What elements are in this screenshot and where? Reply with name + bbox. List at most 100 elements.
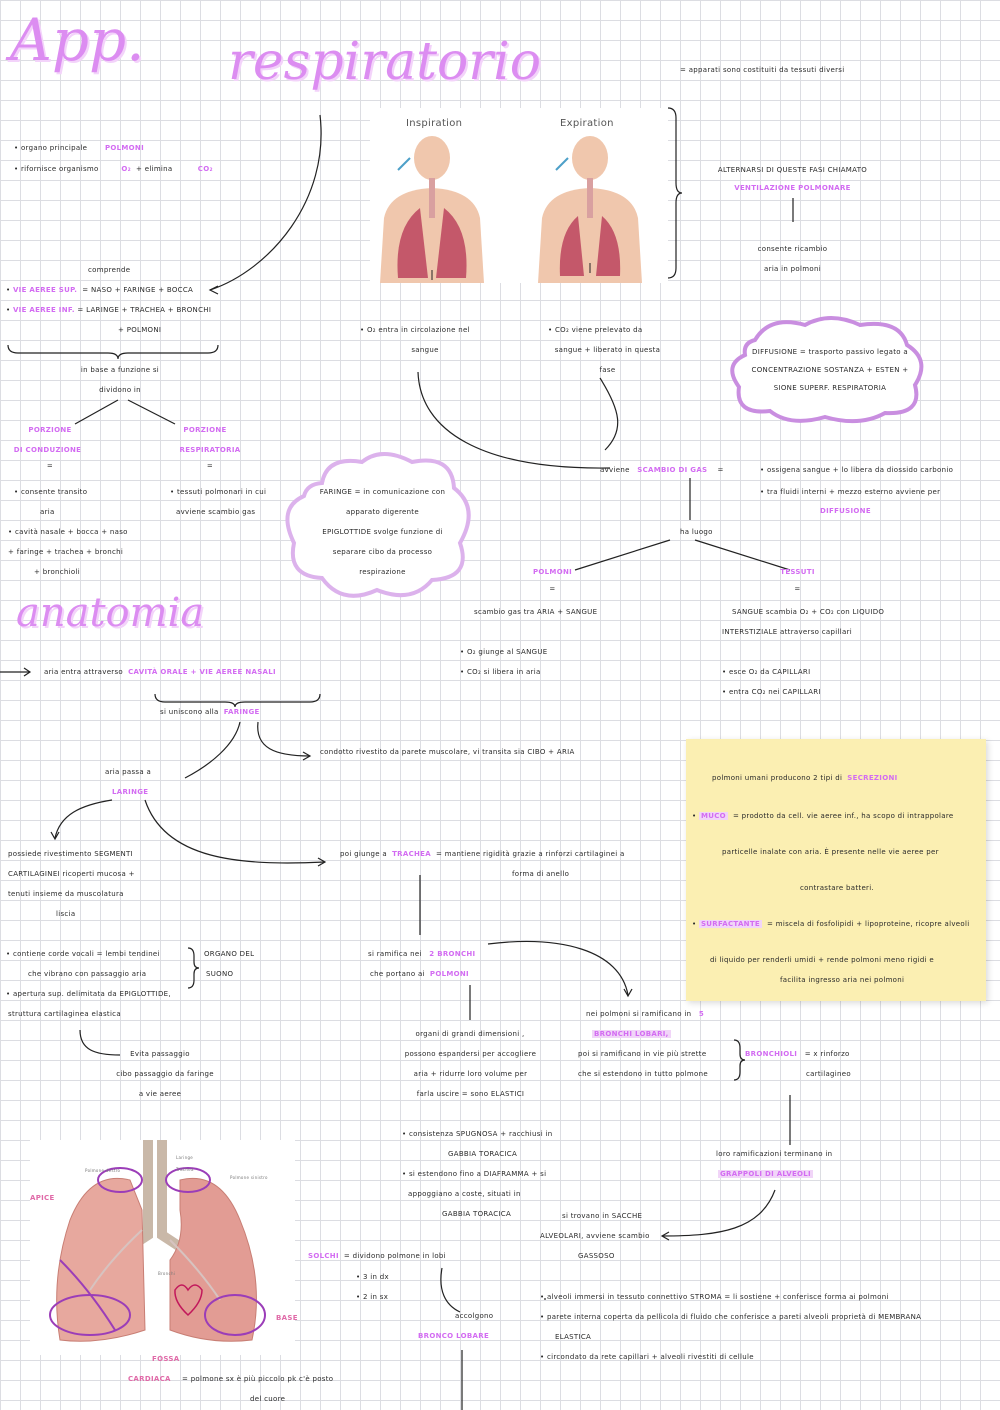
sacche-s1: si trovano in SACCHE	[562, 1212, 643, 1220]
anatomia-condotto: condotto rivestito da parete muscolare, …	[320, 748, 575, 756]
torso-diagram	[380, 136, 642, 283]
organs-l2: possono espandersi per accogliere	[404, 1050, 537, 1058]
lobari-l2: poi si ramificano in vie più strette	[578, 1050, 707, 1058]
tessuti-branch-b1: • esce O₂ da CAPILLARI	[722, 668, 811, 676]
connector-co2-scambio	[599, 377, 619, 451]
organs-l3: aria + ridurre loro volume per	[413, 1070, 528, 1078]
alveoli-r1: loro ramificazioni terminano in	[716, 1150, 833, 1158]
solchi-sx: • 2 in sx	[356, 1293, 389, 1301]
tessuti-branch-l1: SANGUE scambia O₂ + CO₂ con LIQUIDO	[732, 608, 885, 616]
laringe-desc-a2: struttura cartilaginea elastica	[8, 1010, 121, 1018]
connector-tessuti	[694, 539, 791, 571]
portion-cond-d1: • consente transito	[14, 488, 88, 496]
tessuti-branch-l2: INTERSTIZIALE attraverso capillari	[722, 628, 852, 636]
cloud-faringe	[285, 452, 471, 598]
cloud-faringe-l4: separare cibo da processo	[332, 548, 433, 556]
torso-inspiration	[380, 136, 484, 283]
arrowhead	[317, 857, 327, 867]
gas-in-l1: • O₂ entra in circolazione nel	[360, 326, 470, 334]
portion-cond-l2: DI CONDUZIONE	[13, 446, 82, 454]
brace-comprende	[7, 344, 219, 360]
connector-title-comprende	[209, 114, 322, 291]
aria-passa: aria passa a	[105, 768, 152, 776]
laringe-desc-l3: tenuti insieme da muscolatura	[8, 890, 124, 898]
cloud-diff-l2: CONCENTRAZIONE SOSTANZA + ESTEN +	[751, 366, 909, 374]
ventilation-l2: VENTILAZIONE POLMONARE	[734, 184, 851, 192]
connector-epiglottide	[79, 1029, 121, 1056]
cloud-diff-l1: DIFFUSIONE = trasporto passivo legato a	[752, 348, 908, 356]
portion-cond-d5: + bronchioli	[34, 568, 80, 576]
ha-luogo: ha luogo	[680, 528, 713, 536]
anatomia-title: anatomia	[16, 590, 205, 636]
bronco-lobare: BRONCO LOBARE	[418, 1332, 490, 1340]
cloud-diff-l3: SIONE SUPERF. RESPIRATORIA	[773, 384, 887, 392]
surf-l1: • SURFACTANTE = miscela di fosfolipidi +…	[692, 920, 970, 928]
header-note: = apparati sono costituiti da tessuti di…	[680, 66, 845, 74]
bronchi-l2: che portano ai POLMONI	[370, 970, 469, 978]
brace-figure	[667, 107, 683, 279]
scambio-d2: • tra fluidi interni + mezzo esterno avv…	[760, 488, 941, 496]
secrezioni-note	[686, 739, 986, 1001]
cloud-faringe-l1: FARINGE = in comunicazione con	[319, 488, 446, 496]
epiglottide-e1: Evita passaggio	[130, 1050, 190, 1058]
laringe-desc-c1: • contiene corde vocali = lembi tendinei	[6, 950, 160, 958]
polmoni-branch-key: POLMONI	[532, 568, 573, 576]
epiglottide-e3: a vie aeree	[138, 1090, 182, 1098]
arrowhead	[208, 285, 219, 295]
portion-resp-l2: RESPIRATORIA	[179, 446, 241, 454]
alveoli-a2: • parete interna coperta da pellicola di…	[540, 1313, 922, 1321]
brace-organo	[187, 947, 200, 989]
organs-l6: GABBIA TORACICA	[448, 1150, 518, 1158]
scambio-d1: • ossigena sangue + lo libera da diossid…	[760, 466, 954, 474]
organs-l7: • si estendono fino a DIAFRAMMA + si	[402, 1170, 547, 1178]
organo-l1: ORGANO DEL	[204, 950, 255, 958]
title-part1: App.	[10, 6, 145, 74]
connector-laringe-desc	[54, 799, 113, 839]
connector-polmoni	[574, 539, 671, 571]
organs-l1: organi di grandi dimensioni ,	[415, 1030, 525, 1038]
laringe-desc-l1: possiede rivestimento SEGMENTI	[8, 850, 133, 858]
lungs-diagram	[49, 1140, 266, 1342]
portion-resp-l1: PORZIONE	[183, 426, 227, 434]
lobari-key: BRONCHI LOBARI,	[592, 1030, 671, 1038]
connector-faringe-condotto	[257, 721, 311, 757]
bronchioli-line2: cartilagineo	[806, 1070, 851, 1078]
sacche-s3: GASSOSO	[578, 1252, 615, 1260]
bronchioli-line: BRONCHIOLI = x rinforzo	[745, 1050, 850, 1058]
lobari-l1: nei polmoni si ramificano in 5	[586, 1010, 705, 1018]
connector-division-right	[127, 399, 176, 425]
cloud-faringe-l2: apparato digerente	[346, 508, 419, 516]
polmoni-branch-eq: =	[549, 585, 556, 593]
tessuti-branch-key: TESSUTI	[780, 568, 815, 576]
ventilation-l1: ALTERNARSI DI QUESTE FASI CHIAMATO	[717, 166, 868, 174]
solchi-dx: • 3 in dx	[356, 1273, 389, 1281]
ventilation-l3: consente ricambio	[757, 245, 828, 253]
portion-resp-eq: =	[206, 462, 214, 470]
laringe-key: LARINGE	[112, 788, 149, 796]
inspiration-label: Inspiration	[406, 118, 463, 129]
arrowhead	[302, 751, 312, 761]
brace-anatomia	[154, 693, 321, 708]
ventilation-l4: aria in polmoni	[764, 265, 821, 273]
arrowhead	[23, 667, 32, 677]
connector-solchi-bronco	[440, 1267, 461, 1313]
label-bronchi: Bronchi	[158, 1271, 176, 1276]
label-fossa: FOSSA	[152, 1355, 180, 1363]
label-cardiaca: CARDIACA	[128, 1375, 171, 1383]
cardiaca-note: = polmone sx è più piccolo pk c'è posto	[182, 1375, 334, 1383]
arrowhead	[50, 831, 60, 841]
lobari-l3: che si estendono in tutto polmone	[578, 1070, 708, 1078]
gas-out-l1: • CO₂ viene prelevato da	[548, 326, 643, 334]
polmoni-branch-b2: • CO₂ si libera in aria	[460, 668, 541, 676]
portion-cond-d2: aria	[40, 508, 55, 516]
figure-breathing: Inspiration Expiration	[370, 108, 668, 283]
label-base: BASE	[276, 1314, 298, 1322]
polmoni-branch-l1: scambio gas tra ARIA + SANGUE	[474, 608, 598, 616]
cardiaca-note2: del cuore	[250, 1395, 286, 1403]
cloud-faringe-l3: EPIGLOTTIDE svolge funzione di	[322, 528, 443, 536]
alveoli-a4: • circondato da rete capillari + alveoli…	[540, 1353, 754, 1361]
portion-cond-eq: =	[46, 462, 54, 470]
gas-in-l2: sangue	[411, 346, 439, 354]
anatomia-l1: aria entra attraverso CAVITÀ ORALE + VIE…	[44, 668, 276, 676]
